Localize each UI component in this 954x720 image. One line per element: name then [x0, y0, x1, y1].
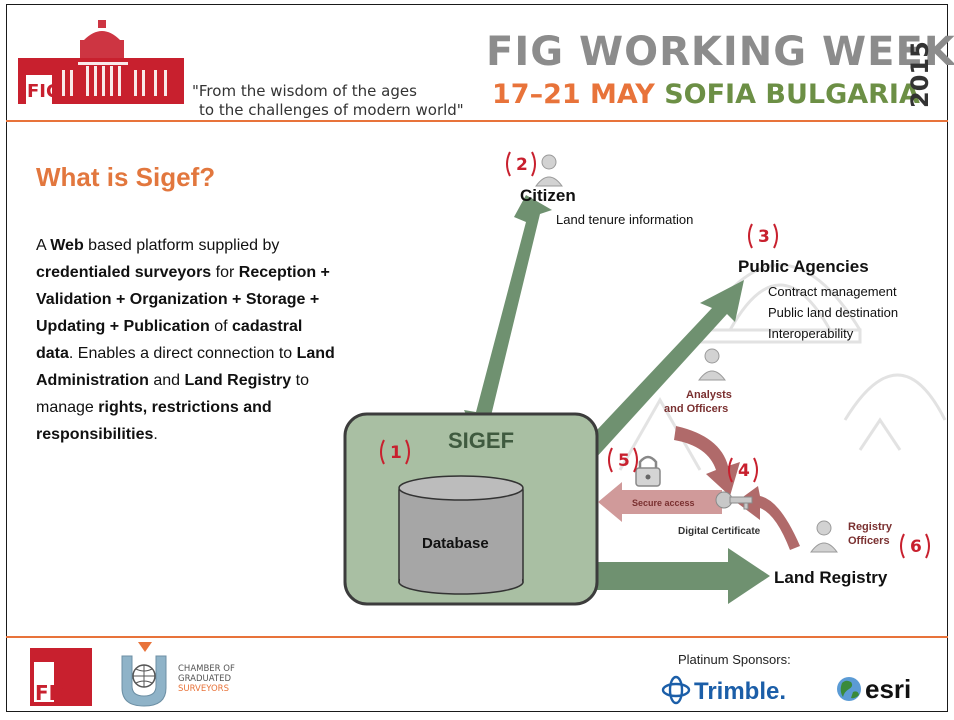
agency-item-public-land: Public land destination: [768, 305, 898, 320]
svg-text:3: 3: [758, 227, 770, 247]
sigef-label: SIGEF: [448, 428, 514, 453]
svg-text:1: 1: [390, 443, 402, 463]
body-surveyors: credentialed surveyors: [36, 264, 212, 281]
event-location: SOFIA BULGARIA: [664, 79, 920, 110]
body-p3: for: [211, 264, 239, 281]
body-p7: to manage: [36, 372, 309, 416]
chamber-line1: CHAMBER OF: [178, 664, 235, 674]
agency-item-contract: Contract management: [768, 284, 897, 299]
marker-4: 4: [728, 457, 758, 483]
marker-3: 3: [748, 223, 778, 249]
secure-access-label: Secure access: [632, 498, 695, 508]
fig-footer-logo-text: FIG: [35, 681, 73, 705]
tagline-line1: "From the wisdom of the ages: [192, 82, 417, 100]
arrow-registry-certificate: [736, 486, 800, 550]
body-p8: .: [153, 426, 158, 443]
lock-icon: [635, 455, 661, 487]
esri-globe-icon: [837, 677, 861, 701]
body-web: Web: [50, 237, 84, 254]
body-land-registry: Land Registry: [184, 372, 292, 389]
fig-building-logo: [18, 20, 184, 104]
body-rights: rights, restrictions and responsibilitie…: [36, 399, 272, 443]
body-p5: . Enables a direct connection to: [68, 345, 297, 362]
analysts-label-line2: and Officers: [664, 403, 728, 415]
user-icon-registry: [810, 520, 838, 553]
svg-text:5: 5: [618, 451, 630, 471]
marker-6: 6: [900, 533, 930, 559]
arrow-sigef-agencies: [580, 280, 744, 460]
analysts-label-line1: Analysts: [686, 389, 732, 401]
chamber-text: CHAMBER OF GRADUATED SURVEYORS: [178, 664, 235, 694]
chamber-line3: SURVEYORS: [178, 684, 229, 694]
arrow-analysts-certificate: [674, 426, 740, 496]
event-dates: 17–21 MAY: [492, 79, 655, 110]
tagline: "From the wisdom of the ages to the chal…: [192, 82, 464, 120]
esri-text: esri: [865, 674, 911, 704]
citizen-info: Land tenure information: [556, 212, 693, 227]
body-p2: based platform supplied by: [83, 237, 280, 254]
trimble-globe-icon: [661, 675, 691, 705]
tagline-line2: to the challenges of modern world": [199, 101, 464, 119]
slide-frame: [6, 4, 948, 712]
svg-text:2: 2: [516, 155, 528, 175]
database-cylinder: [398, 475, 524, 595]
chamber-line2: GRADUATED: [178, 674, 231, 684]
svg-text:4: 4: [738, 461, 750, 481]
marker-2: 2: [506, 151, 536, 177]
sponsors-label: Platinum Sponsors:: [678, 652, 791, 667]
agency-item-interoperability: Interoperability: [768, 326, 854, 341]
body-land-admin: Land Administration: [36, 345, 335, 389]
marker-1: 1: [380, 439, 410, 465]
digital-certificate-label: Digital Certificate: [678, 526, 761, 537]
trimble-logo: Trimble.: [661, 675, 786, 705]
trimble-text: Trimble.: [694, 678, 786, 705]
arrow-secure-access: [598, 482, 722, 522]
body-p4: of: [209, 318, 233, 335]
body-processes: Reception + Validation + Organization + …: [36, 264, 330, 335]
fig-footer-logo: FIG: [30, 648, 92, 706]
database-label: Database: [422, 535, 489, 552]
key-icon: [715, 491, 753, 510]
event-year: 2015: [908, 41, 934, 108]
public-agencies-label: Public Agencies: [738, 257, 869, 276]
sigef-diagram: SIGEF Database Citizen Land tenure infor…: [343, 151, 947, 606]
body-p1: A: [36, 237, 51, 254]
event-dates-line: 17–21 MAY SOFIA BULGARIA: [492, 80, 920, 110]
arrow-sigef-land-registry: [588, 548, 770, 604]
esri-logo: esri: [837, 674, 911, 704]
body-p6: and: [148, 372, 185, 389]
body-cadastral: cadastral data: [36, 318, 303, 362]
user-icon-analysts: [698, 348, 726, 381]
svg-text:6: 6: [910, 537, 922, 557]
header-fig-logo-text: FIG: [27, 81, 61, 102]
citizen-label: Citizen: [520, 186, 576, 205]
chamber-logo: [121, 642, 167, 707]
marker-5: 5: [608, 447, 638, 473]
registry-label-line1: Registry: [848, 521, 893, 533]
header-rule: [6, 120, 948, 122]
event-title: FIG WORKING WEEK: [486, 29, 954, 75]
arrow-sigef-citizen: [464, 195, 552, 440]
footer-rule: [6, 636, 948, 638]
registry-label-line2: Officers: [848, 535, 890, 547]
user-icon-citizen: [535, 154, 563, 187]
slide-title: What is Sigef?: [36, 162, 216, 192]
event-year-text: 2015: [908, 41, 934, 108]
body-text: A Web based platform supplied by credent…: [36, 232, 336, 448]
land-registry-label: Land Registry: [774, 568, 888, 587]
